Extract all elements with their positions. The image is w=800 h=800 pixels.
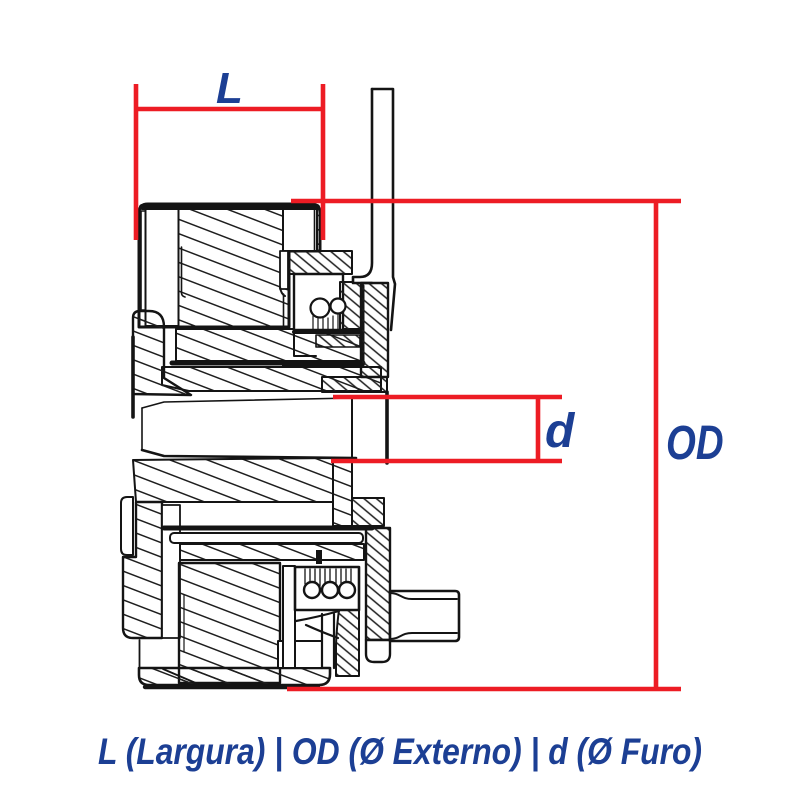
svg-text:d: d	[545, 405, 576, 458]
svg-text:L (Largura) | OD (Ø Externo) |: L (Largura) | OD (Ø Externo) | d (Ø Furo…	[98, 732, 702, 773]
svg-text:OD: OD	[666, 417, 724, 470]
svg-text:L: L	[216, 64, 243, 113]
